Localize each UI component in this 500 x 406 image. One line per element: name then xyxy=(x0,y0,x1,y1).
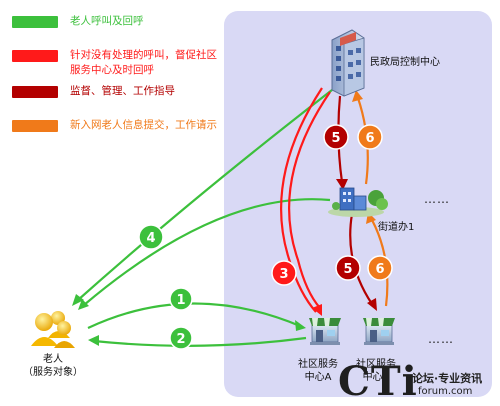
step-badge-3: 3 xyxy=(271,260,297,286)
svg-text:2: 2 xyxy=(176,332,185,347)
arrowhead-red xyxy=(312,304,322,316)
arrowhead-green xyxy=(295,320,306,331)
legend-label: 监督、管理、工作指导 xyxy=(70,85,175,97)
svg-text:6: 6 xyxy=(375,262,384,277)
elderly-people-icon xyxy=(31,311,75,348)
step-badge-2: 2 xyxy=(169,326,193,350)
elder-label: 老人 （服务对象） xyxy=(23,354,83,378)
forum-watermark: CTi 论坛·专业资讯 forum.com xyxy=(338,358,500,406)
arrowhead-green xyxy=(72,294,84,306)
watermark-line-1: 论坛·专业资讯 xyxy=(412,372,483,385)
center-a-label: 社区服务 中心A xyxy=(298,359,338,383)
svg-text:6: 6 xyxy=(365,131,374,146)
step-badge-6-top: 6 xyxy=(357,124,383,150)
svg-text:5: 5 xyxy=(343,262,352,277)
legend-swatch-orange xyxy=(12,120,58,132)
arrowhead-green xyxy=(78,299,89,310)
arrow-elder-to-center xyxy=(87,302,301,329)
svg-text:5: 5 xyxy=(331,131,340,146)
svg-text:1: 1 xyxy=(176,293,185,308)
step-badge-4: 4 xyxy=(138,224,164,250)
community-center-a-icon xyxy=(309,318,341,345)
center-b-label: 社区服务 中心B xyxy=(356,359,396,383)
step-badge-5-bottom: 5 xyxy=(335,255,361,281)
legend-label: 新入网老人信息提交，工作请示 xyxy=(70,119,217,131)
bureau-label: 民政局控制中心 xyxy=(370,57,440,68)
office-building-icon xyxy=(331,29,365,97)
more-street-offices-ellipsis: …… xyxy=(424,192,450,206)
arrow-bureau-to-center-a xyxy=(288,91,331,309)
arrowhead-green xyxy=(88,335,99,346)
step-badge-1: 1 xyxy=(169,287,193,311)
arrowhead-darkred xyxy=(367,298,377,311)
step-badge-6-bottom: 6 xyxy=(367,255,393,281)
svg-text:4: 4 xyxy=(146,231,155,246)
step-badge-5-top: 5 xyxy=(323,124,349,150)
more-centers-ellipsis: …… xyxy=(428,332,454,346)
legend-label: 针对没有处理的呼叫，督促社区 服务中心及时回呼 xyxy=(70,49,217,76)
arrow-street-to-elder xyxy=(83,198,331,306)
arrow-bureau-to-elder xyxy=(77,89,333,301)
legend-swatch-green xyxy=(12,16,58,28)
legend-label: 老人呼叫及回呼 xyxy=(70,15,144,27)
watermark-logo: CTi xyxy=(338,358,418,405)
arrowhead-darkred xyxy=(336,179,348,190)
arrowhead-orange xyxy=(352,90,363,102)
legend-swatch-red xyxy=(12,50,58,62)
svg-text:3: 3 xyxy=(279,267,288,282)
legend-swatch-darkred xyxy=(12,86,58,98)
watermark-line-2: forum.com xyxy=(418,386,473,397)
street-office-label: 街道办1 xyxy=(378,222,415,233)
arrow-center-to-elder xyxy=(93,336,307,347)
community-center-b-icon xyxy=(363,318,395,345)
street-office-icon xyxy=(328,187,388,217)
